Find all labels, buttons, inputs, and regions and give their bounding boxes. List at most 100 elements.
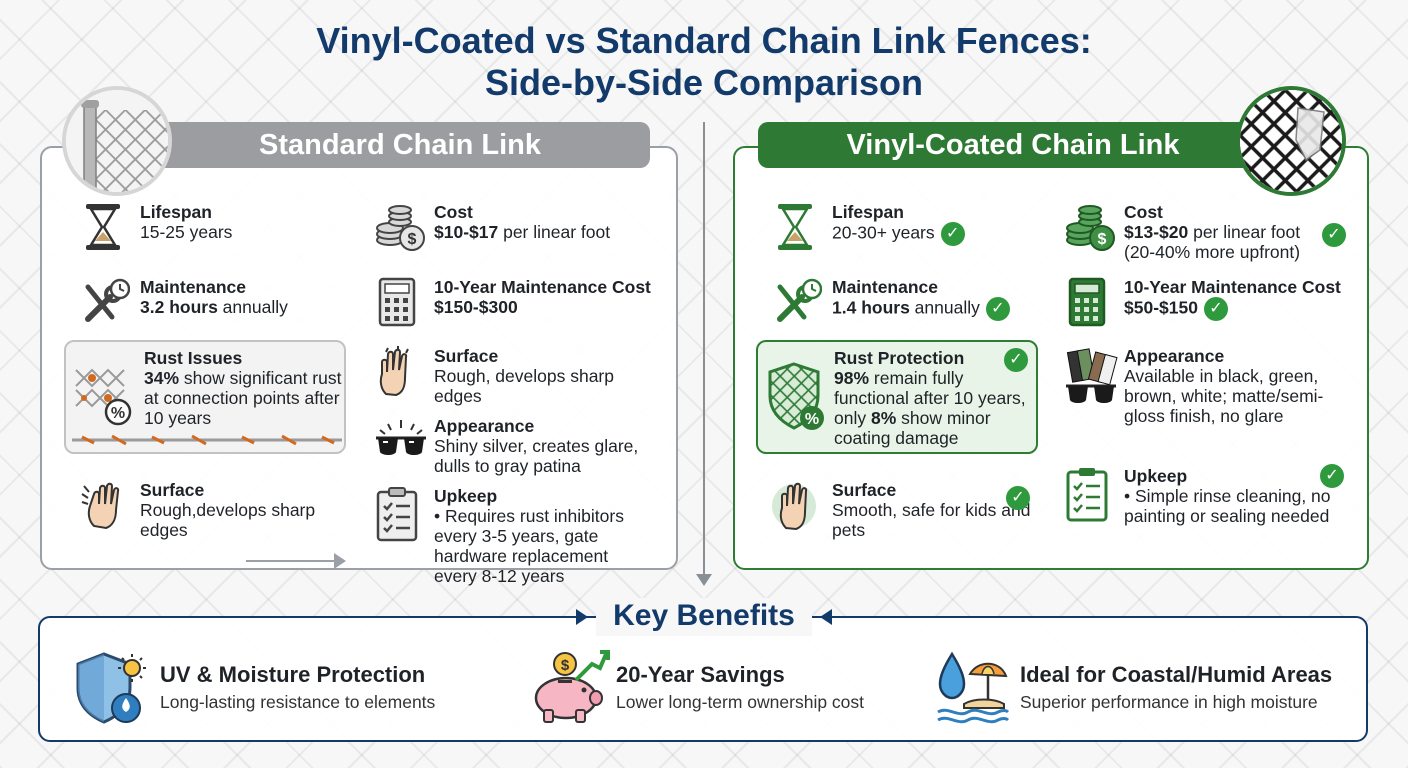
benefits-line-right <box>830 616 910 618</box>
standard-maintenance-label: Maintenance <box>140 277 246 297</box>
standard-upkeep-value: • Requires rust inhibitors every 3-5 yea… <box>434 506 624 586</box>
svg-text:$: $ <box>1098 231 1107 248</box>
standard-rust-label: Rust Issues <box>144 348 243 368</box>
swatches-sunglasses-icon <box>1064 346 1118 403</box>
svg-text:$: $ <box>408 231 417 248</box>
benefits-title-bg <box>596 598 812 636</box>
vinyl-appearance-label: Appearance <box>1124 346 1225 366</box>
benefit-savings-title: 20-Year Savings <box>616 662 785 687</box>
benefit-coastal-title: Ideal for Coastal/Humid Areas <box>1020 662 1333 687</box>
clipboard-green-icon <box>1064 466 1114 522</box>
vinyl-banner: Vinyl-Coated Chain Link <box>758 122 1268 168</box>
svg-text:%: % <box>805 411 819 428</box>
standard-cost-range: $10-$17 <box>434 222 499 242</box>
standard-rust-rest: show significant rust at connection poin… <box>144 368 342 428</box>
standard-appearance-label: Appearance <box>434 416 535 436</box>
svg-text:%: % <box>111 405 125 422</box>
calculator-icon <box>374 277 424 327</box>
vinyl-cost-range: $13-$20 <box>1124 222 1189 242</box>
benefits-line-left <box>500 616 580 618</box>
check-icon: ✓ <box>1006 486 1030 510</box>
coins-icon: $ <box>374 202 425 252</box>
check-icon: ✓ <box>1322 223 1346 247</box>
title-line-1: Vinyl-Coated vs Standard Chain Link Fenc… <box>316 20 1092 61</box>
hourglass-icon <box>80 202 130 252</box>
vinyl-rust-pct2: 8% <box>870 408 897 428</box>
standard-lifespan-label: Lifespan <box>140 202 212 222</box>
shield-mesh-icon: % <box>768 362 824 430</box>
tools-clock-icon <box>80 277 131 327</box>
vinyl-cost-note: (20-40% more upfront) <box>1124 242 1301 262</box>
vinyl-upkeep-value: • Simple rinse cleaning, no painting or … <box>1124 486 1331 526</box>
vinyl-surface-label: Surface <box>832 480 897 500</box>
tools-clock-green-icon <box>772 277 823 327</box>
water-umbrella-icon <box>934 650 1010 726</box>
page-title: Vinyl-Coated vs Standard Chain Link Fenc… <box>0 20 1408 104</box>
svg-text:$: $ <box>561 657 570 674</box>
center-divider <box>703 122 705 578</box>
hand-icon <box>80 480 130 530</box>
standard-cost-rest: per linear foot <box>498 222 611 242</box>
benefits-arrow-right-icon <box>576 609 588 625</box>
shield-sun-drop-icon <box>74 650 150 726</box>
vinyl-tenyear-value: $50-$150 <box>1124 297 1198 318</box>
vinyl-rust-box: % ✓ Rust Protection 98% remain fully fun… <box>756 340 1038 454</box>
standard-appearance-value: Shiny silver, creates glare, dulls to gr… <box>434 436 639 476</box>
benefits-title: Key Benefits <box>613 599 795 632</box>
check-icon: ✓ <box>1004 348 1028 372</box>
check-icon: ✓ <box>940 222 965 246</box>
panel-arrow-line <box>246 560 336 562</box>
raised-hand-icon <box>374 346 424 397</box>
vinyl-cost-rest: per linear foot <box>1188 222 1301 242</box>
coins-green-icon: $ <box>1064 202 1115 252</box>
standard-cost-label: Cost <box>434 202 473 222</box>
check-icon: ✓ <box>1320 464 1344 488</box>
vinyl-lifespan-value: 20-30+ years <box>832 222 935 243</box>
divider-arrow-icon <box>696 574 712 586</box>
vinyl-upkeep-label: Upkeep <box>1124 466 1188 486</box>
vinyl-maintenance-rest: annually <box>909 297 980 318</box>
standard-rust-box: % Rust Issues 34% show significant rust … <box>64 340 346 454</box>
standard-maintenance-rest: annually <box>217 297 288 317</box>
standard-surface-value: Rough,develops sharp edges <box>140 500 316 540</box>
clipboard-icon <box>374 486 424 542</box>
calculator-green-icon <box>1064 277 1114 327</box>
check-icon: ✓ <box>985 297 1010 321</box>
rusty-wire-icon <box>72 434 342 446</box>
standard-rust-pct: 34% <box>144 368 180 388</box>
standard-maintenance-hours: 3.2 hours <box>140 297 218 317</box>
soft-hand-icon <box>772 480 822 531</box>
benefit-uv-title: UV & Moisture Protection <box>160 662 426 687</box>
vinyl-rust-rest: show minor coating damage <box>834 408 991 448</box>
vinyl-cost-label: Cost <box>1124 202 1163 222</box>
vinyl-rust-label: Rust Protection <box>834 348 965 368</box>
standard-tenyear-label: 10-Year Maintenance Cost <box>434 277 651 297</box>
vinyl-surface-value: Smooth, safe for kids and pets <box>832 500 1031 540</box>
vinyl-maintenance-hours: 1.4 hours <box>832 297 910 318</box>
vinyl-lifespan-label: Lifespan <box>832 202 904 222</box>
hourglass-green-icon <box>772 202 822 252</box>
standard-surface-2-value: Rough, develops sharp edges <box>434 366 614 406</box>
benefits-arrow-left-icon <box>820 609 832 625</box>
vinyl-tenyear-label: 10-Year Maintenance Cost <box>1124 277 1341 297</box>
benefits-box <box>38 616 1368 742</box>
standard-tenyear-value: $150-$300 <box>434 297 518 317</box>
vinyl-rust-mid: remain fully functional after 10 years, … <box>834 368 1026 428</box>
vinyl-fence-icon <box>1236 86 1346 196</box>
vinyl-appearance-value: Available in black, green, brown, white;… <box>1124 366 1324 426</box>
piggy-bank-icon: $ <box>530 650 610 726</box>
standard-fence-icon <box>62 86 172 196</box>
benefit-savings-desc: Lower long-term ownership cost <box>616 692 865 712</box>
sunglasses-icon <box>374 416 426 466</box>
standard-lifespan-value: 15-25 years <box>140 222 233 242</box>
standard-surface-2-label: Surface <box>434 346 499 366</box>
check-icon: ✓ <box>1203 297 1228 321</box>
benefit-uv-desc: Long-lasting resistance to elements <box>160 692 436 712</box>
rusty-mesh-icon: % <box>75 368 132 426</box>
benefit-coastal-desc: Superior performance in high moisture <box>1020 692 1318 712</box>
standard-surface-label: Surface <box>140 480 205 500</box>
panel-arrow-icon <box>334 553 346 569</box>
vinyl-rust-pct: 98% <box>834 368 870 388</box>
vinyl-maintenance-label: Maintenance <box>832 277 938 297</box>
title-line-2: Side-by-Side Comparison <box>484 62 924 103</box>
